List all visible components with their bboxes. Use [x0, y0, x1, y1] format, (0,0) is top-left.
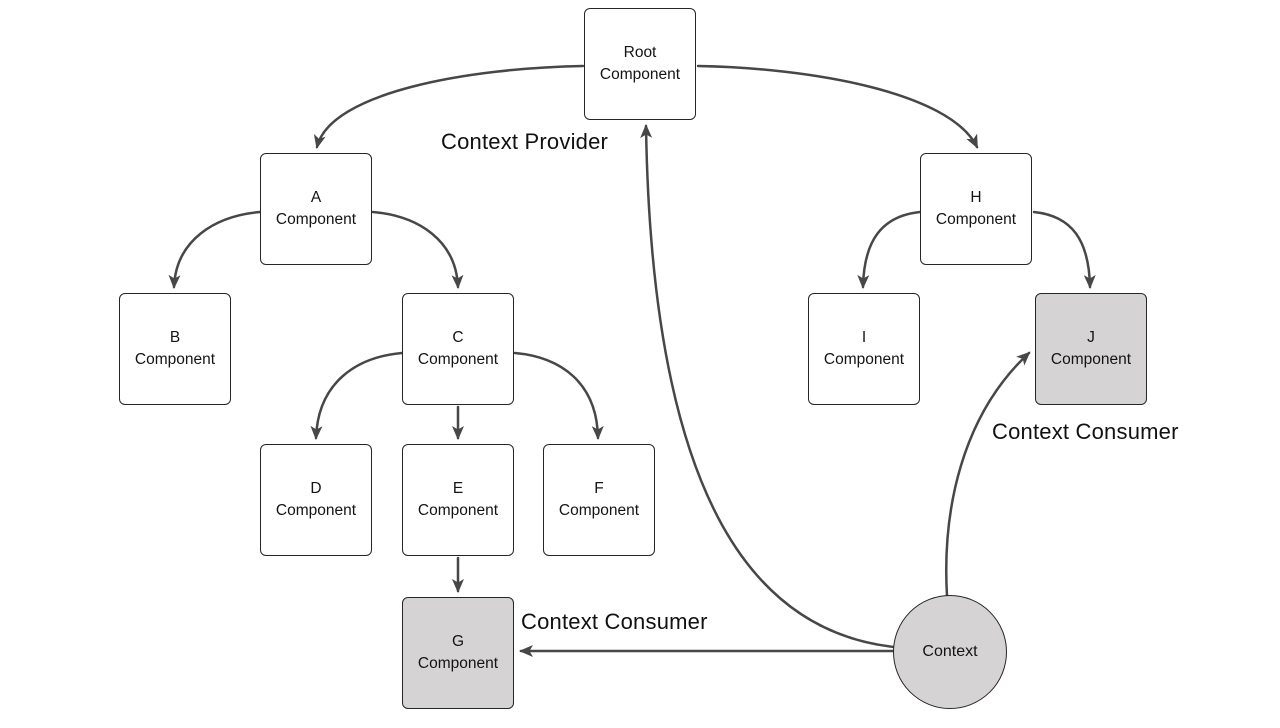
node-root-component: Root Component	[584, 8, 696, 120]
node-e-component: E Component	[402, 444, 514, 556]
edge-h-i	[857, 210, 922, 289]
node-f-suffix: Component	[558, 502, 640, 519]
node-j-suffix: Component	[1050, 351, 1132, 368]
node-g-suffix: Component	[417, 655, 499, 672]
node-a-component: A Component	[260, 153, 372, 265]
node-a-name: A	[310, 189, 322, 206]
context-provider-label: Context Provider	[441, 129, 609, 154]
node-b-component: B Component	[119, 293, 231, 405]
node-a-suffix: Component	[275, 211, 357, 228]
edge-context-j	[945, 351, 1031, 598]
edge-context-root	[640, 124, 896, 649]
node-h-name: H	[970, 189, 982, 206]
node-i-component: I Component	[808, 293, 920, 405]
edge-c-d	[310, 351, 404, 440]
node-context-label: Context	[922, 643, 978, 660]
node-root-name: Root	[623, 44, 657, 61]
node-j-component-context-consumer: J Component	[1035, 293, 1147, 405]
node-j-name: J	[1087, 329, 1095, 346]
edge-root-a	[313, 64, 585, 149]
node-f-name: F	[594, 480, 604, 497]
node-d-suffix: Component	[275, 502, 357, 519]
node-e-name: E	[452, 480, 464, 497]
edge-a-b	[168, 210, 262, 289]
edge-root-h	[696, 64, 979, 149]
node-h-component: H Component	[920, 153, 1032, 265]
node-context-circle: Context	[893, 595, 1007, 709]
node-c-component: C Component	[402, 293, 514, 405]
context-consumer-label-left: Context Consumer	[521, 609, 708, 634]
node-f-component: F Component	[543, 444, 655, 556]
node-i-name: I	[861, 329, 867, 346]
node-d-name: D	[310, 480, 322, 497]
node-g-name: G	[451, 633, 465, 650]
node-c-name: C	[452, 329, 464, 346]
node-g-component-context-consumer: G Component	[402, 597, 514, 709]
node-d-component: D Component	[260, 444, 372, 556]
node-c-suffix: Component	[417, 351, 499, 368]
node-b-suffix: Component	[134, 351, 216, 368]
edge-c-f	[513, 351, 604, 440]
node-b-name: B	[169, 329, 181, 346]
edge-h-j	[1032, 210, 1096, 289]
edge-a-c	[371, 210, 464, 289]
node-e-suffix: Component	[417, 502, 499, 519]
context-consumer-label-right: Context Consumer	[992, 419, 1179, 444]
node-root-suffix: Component	[599, 66, 681, 83]
node-i-suffix: Component	[823, 351, 905, 368]
node-h-suffix: Component	[935, 211, 1017, 228]
